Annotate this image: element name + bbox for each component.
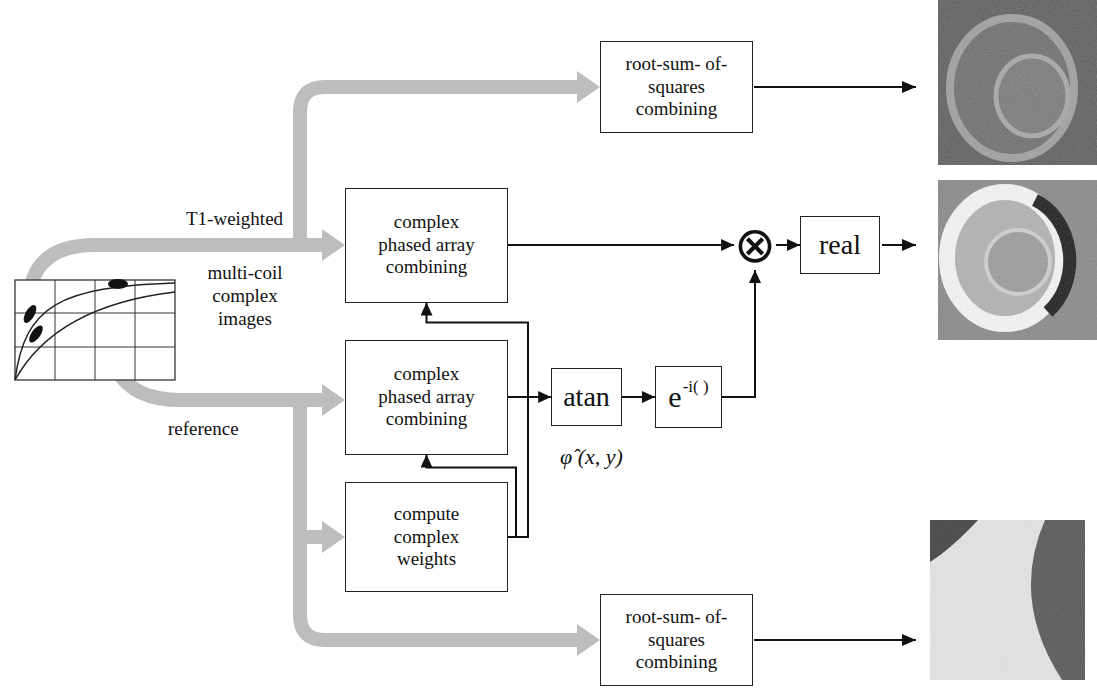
process-box: root-sum- of-squares combining bbox=[600, 594, 753, 686]
operator-box: real bbox=[800, 216, 880, 274]
output-arrow bbox=[754, 87, 916, 640]
band-arrowhead bbox=[322, 521, 345, 553]
process-box: root-sum- of-squares combining bbox=[600, 41, 753, 133]
connector-arrow bbox=[622, 396, 655, 398]
band-arrowhead bbox=[577, 624, 600, 656]
process-box: compute complex weights bbox=[345, 482, 508, 592]
node-text: root-sum- of-squares combining bbox=[621, 53, 733, 121]
connector-arrow bbox=[508, 396, 551, 398]
output-arrow bbox=[754, 639, 916, 641]
connector-arrow bbox=[776, 244, 800, 246]
flow-label: multi-coil complex images bbox=[195, 262, 295, 330]
connector-arrow bbox=[722, 270, 755, 397]
output-arrow bbox=[754, 86, 916, 88]
mri-image bbox=[938, 0, 1097, 165]
node-text: e bbox=[668, 379, 681, 415]
sample-mark bbox=[108, 279, 128, 289]
exponent-text: -i( ) bbox=[683, 377, 709, 397]
node-text: atan bbox=[563, 380, 610, 414]
process-box: complex phased array combining bbox=[345, 188, 508, 303]
grid-line bbox=[135, 280, 136, 380]
image-noise bbox=[938, 0, 1097, 165]
image-ground bbox=[938, 180, 1097, 340]
recovery-curve bbox=[15, 292, 175, 380]
image-ground bbox=[938, 0, 1097, 165]
band-arrowhead bbox=[322, 71, 600, 656]
operator-box: atan bbox=[551, 368, 622, 426]
flow-label: reference bbox=[168, 418, 239, 441]
sample-mark bbox=[27, 323, 46, 345]
image-ground bbox=[930, 520, 1085, 680]
chart-frame bbox=[15, 280, 175, 380]
sample-mark bbox=[21, 303, 39, 325]
band-arrowhead bbox=[322, 384, 345, 416]
image-noise bbox=[930, 520, 1085, 680]
node-text: ⊗ bbox=[734, 220, 776, 270]
band-arrowhead bbox=[577, 71, 600, 103]
mri-image bbox=[938, 180, 1097, 340]
output-arrow bbox=[882, 244, 916, 246]
reference-weights-band bbox=[300, 530, 324, 544]
band-arrowhead bbox=[322, 229, 345, 261]
node-text: real bbox=[819, 228, 861, 262]
node-text: complex phased array combining bbox=[371, 211, 483, 279]
grid-line bbox=[55, 280, 56, 380]
operator-box: e-i( ) bbox=[655, 366, 722, 428]
connector-arrow bbox=[508, 244, 734, 246]
node-text: root-sum- of-squares combining bbox=[621, 606, 733, 674]
phase-label: φ̂ (x, y) bbox=[560, 444, 623, 470]
flow-label: T1-weighted bbox=[186, 208, 283, 231]
mri-image bbox=[930, 520, 1085, 680]
process-box: complex phased array combining bbox=[345, 340, 508, 455]
multiplier-symbol: ⊗ bbox=[734, 220, 776, 270]
node-text: compute complex weights bbox=[371, 503, 483, 571]
image-noise bbox=[938, 180, 1097, 340]
grid-line bbox=[95, 280, 96, 380]
node-text: complex phased array combining bbox=[371, 363, 483, 431]
recovery-chart bbox=[15, 279, 175, 380]
recovery-curve bbox=[15, 283, 175, 380]
grid-line bbox=[15, 313, 175, 314]
